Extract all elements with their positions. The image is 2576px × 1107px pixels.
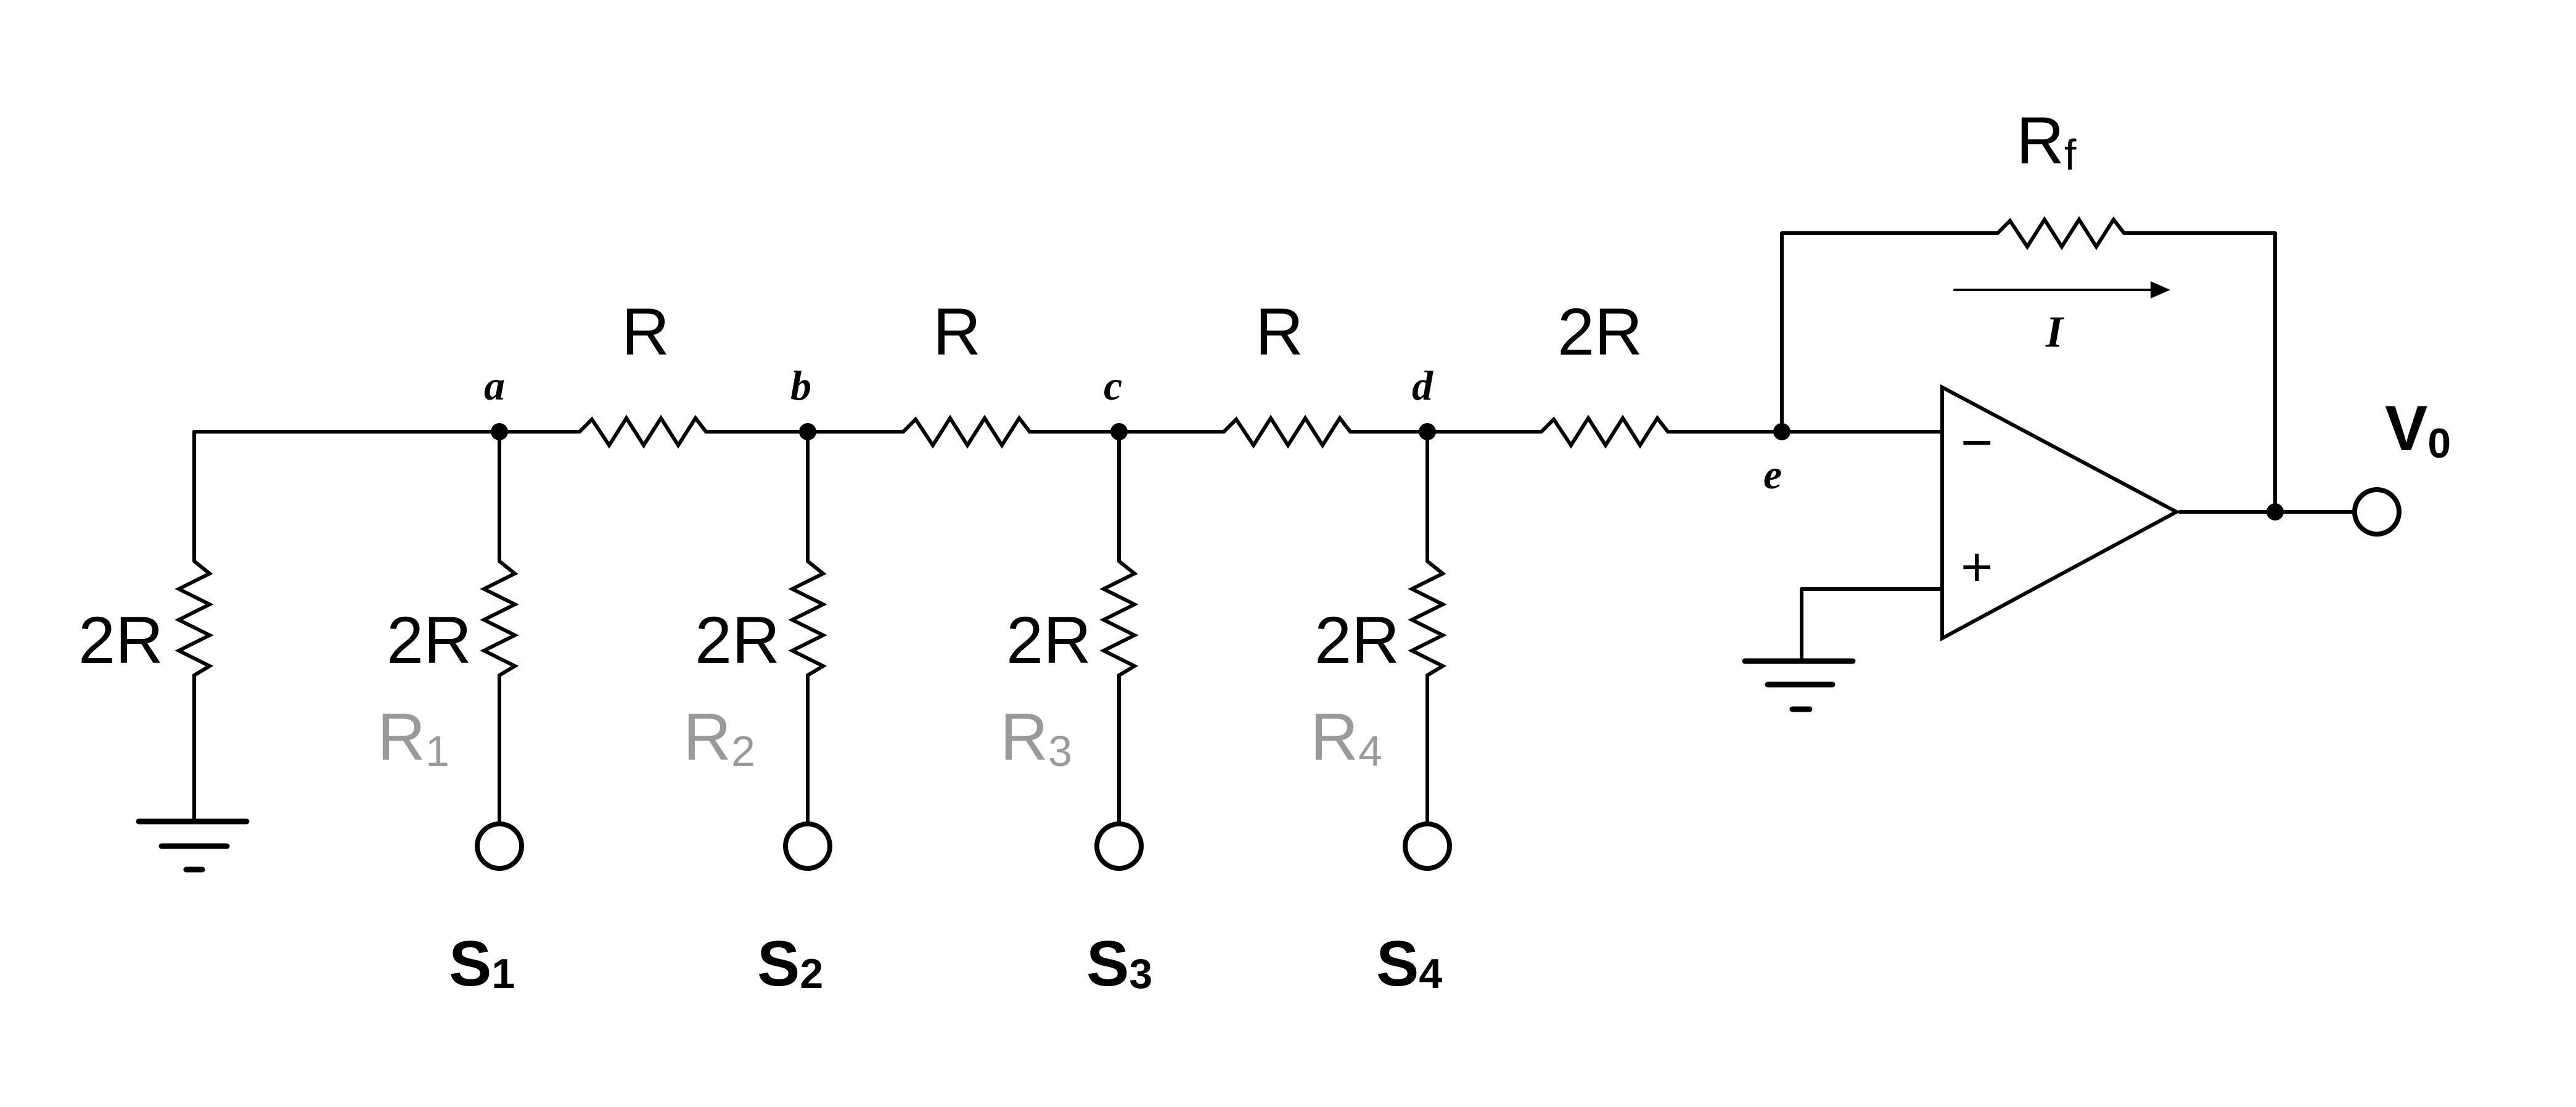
series-resistors [578,216,2133,449]
resistor-ab [578,414,715,449]
branch-resistor-name-r3: R3 [1000,699,1072,775]
vertical-resistors [174,559,1447,685]
resistor-r3 [1099,559,1139,685]
resistor-r1 [480,559,519,685]
branch-resistor-name-r1: R1 [377,699,449,775]
junction-b [799,423,816,440]
switch-label-s4: S4 [1376,928,1442,1000]
wire-plus-to-ground [1800,587,1944,660]
branch-resistor-value: 2R [387,603,472,677]
series-resistor-label: R [621,294,670,369]
branch-resistor-value: 2R [1006,603,1091,677]
wire-feedback-right [2131,231,2277,514]
branch-resistor-value: 2R [1315,603,1400,677]
junction-c [1110,423,1128,440]
op-amp: − + [1940,384,2181,642]
terminal-s2 [783,821,832,871]
terminal-s4 [1403,821,1452,871]
resistor-de [1540,414,1677,449]
junction-d [1419,423,1436,440]
resistor-cd [1222,414,1360,449]
branch-resistor-name-r2: R2 [683,699,755,775]
output-voltage-label: V0 [2385,393,2451,467]
node-label-d: d [1412,362,1434,409]
node-label-b: b [790,362,811,409]
wires [192,231,2354,823]
inverting-input-sign: − [1961,412,1993,474]
ground-symbol-opamp [1742,658,1856,712]
current-label: I [2045,307,2065,356]
node-label-a: a [484,362,505,409]
node-label-e: e [1763,451,1782,498]
junction-e [1773,423,1790,440]
series-resistor-label: R [933,294,981,369]
non-inverting-input-sign: + [1961,537,1993,598]
resistor-feedback [1996,216,2133,250]
switch-label-s2: S2 [757,928,823,1000]
op-amp-triangle [1940,384,2181,642]
resistor-r2 [788,559,827,685]
ground-symbol-left [136,818,250,873]
resistor-ground-leg [174,559,214,685]
terminal-s3 [1094,821,1144,871]
ground-resistor-label: 2R [78,603,163,677]
feedback-resistor-label: Rf [2016,103,2077,179]
terminal-s1 [475,821,524,871]
series-resistor-label: 2R [1557,294,1643,369]
switch-label-s3: S3 [1086,928,1152,1000]
arrow-head [2151,281,2170,298]
switch-label-s1: S1 [449,928,515,1000]
junction-output [2266,503,2284,521]
labels: a b c d e R R R 2R 2R 2R 2R 2R 2R R1 R2 … [78,103,2451,1000]
terminal-output [2352,487,2402,537]
branch-resistor-name-r4: R4 [1310,699,1382,775]
wire-feedback-left [1780,231,2000,434]
terminals [475,487,2402,871]
current-arrow [1953,281,2170,298]
branch-resistor-value: 2R [695,603,780,677]
series-resistor-label: R [1255,294,1303,369]
resistor-r4 [1408,559,1447,685]
resistor-bc [901,414,1039,449]
node-label-c: c [1104,362,1122,409]
junction-dots [491,423,2284,521]
junction-a [491,423,508,440]
